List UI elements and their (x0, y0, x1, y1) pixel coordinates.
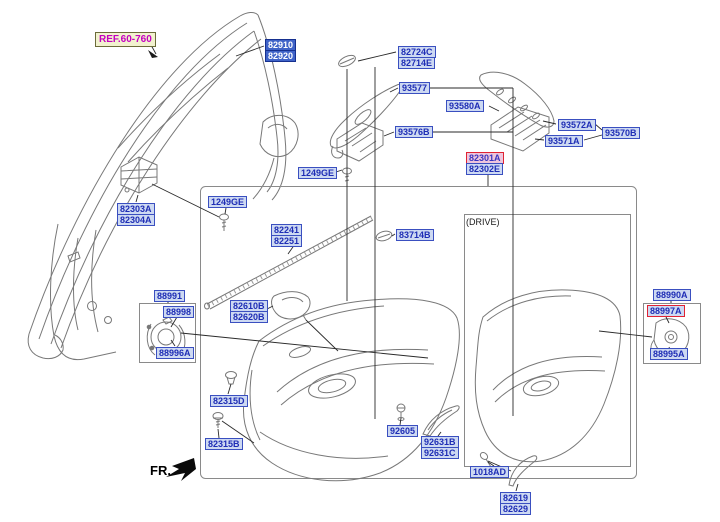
ref-leader-arrowhead-icon (148, 50, 158, 58)
main-trim-box (200, 186, 637, 479)
part-label-82302E[interactable]: 82302E (466, 163, 504, 175)
part-label-82920[interactable]: 82920 (265, 50, 297, 62)
ref-label[interactable]: REF.60-760 (95, 32, 156, 47)
handle-bracket-part (120, 156, 158, 194)
part-label-88991[interactable]: 88991 (154, 290, 186, 302)
switch-93576 (336, 122, 384, 162)
part-label-1249GE-mid[interactable]: 1249GE (298, 167, 338, 179)
part-label-93571A[interactable]: 93571A (545, 135, 583, 147)
switch-driver-93571 (490, 106, 550, 152)
clip-92605-icon (396, 403, 406, 421)
part-label-82620B[interactable]: 82620B (230, 311, 268, 323)
part-label-82301A-selected[interactable]: 82301A (466, 152, 504, 164)
drive-side-caption: (DRIVE) (466, 217, 500, 227)
clip-82724-icon (338, 54, 356, 68)
screw-1249ge-left-icon (219, 213, 229, 231)
door-shell (50, 223, 117, 361)
part-label-83714B[interactable]: 83714B (396, 229, 434, 241)
part-label-88990A[interactable]: 88990A (653, 289, 691, 301)
fr-direction-arrow-icon (166, 458, 196, 481)
speaker-88991 (146, 316, 186, 356)
part-label-88996A[interactable]: 88996A (156, 347, 194, 359)
leader-lines (135, 44, 672, 492)
screw-82315b-icon (212, 412, 224, 428)
part-label-82304A[interactable]: 82304A (117, 214, 155, 226)
part-label-82714E[interactable]: 82714E (398, 57, 436, 69)
part-label-88997A-highlighted[interactable]: 88997A (647, 305, 685, 317)
clip-83714-icon (375, 230, 393, 242)
weatherstrip-82241 (204, 215, 374, 310)
door-trim-panel-main (242, 298, 460, 482)
part-label-1018AD[interactable]: 1018AD (470, 466, 510, 478)
part-label-93572A[interactable]: 93572A (558, 119, 596, 131)
bezel-93577 (329, 84, 402, 159)
part-label-82629[interactable]: 82629 (500, 503, 532, 515)
lamp-92631 (422, 405, 460, 437)
part-label-82251[interactable]: 82251 (271, 235, 303, 247)
part-label-82315D[interactable]: 82315D (210, 395, 248, 407)
tweeter-group-box (643, 303, 701, 364)
part-label-82315B[interactable]: 82315B (205, 438, 243, 450)
part-label-93576B[interactable]: 93576B (395, 126, 433, 138)
part-label-93580A[interactable]: 93580A (446, 100, 484, 112)
grommet-82315d-icon (225, 371, 237, 385)
speaker-group-box (139, 303, 196, 363)
screw-1018ad-icon (479, 452, 492, 468)
bezel-driver-93572 (479, 71, 555, 128)
part-label-88995A[interactable]: 88995A (650, 348, 688, 360)
part-label-93577[interactable]: 93577 (399, 82, 431, 94)
part-label-93570B[interactable]: 93570B (602, 127, 640, 139)
drive-trim-box (464, 214, 631, 467)
part-label-1249GE-left[interactable]: 1249GE (208, 196, 248, 208)
door-trim-panel-drive (474, 289, 622, 463)
fr-direction-label: FR. (150, 463, 171, 478)
part-label-92631C[interactable]: 92631C (421, 447, 459, 459)
part-label-92605[interactable]: 92605 (387, 425, 419, 437)
lamp-82619 (508, 455, 538, 487)
part-label-88998[interactable]: 88998 (163, 306, 195, 318)
